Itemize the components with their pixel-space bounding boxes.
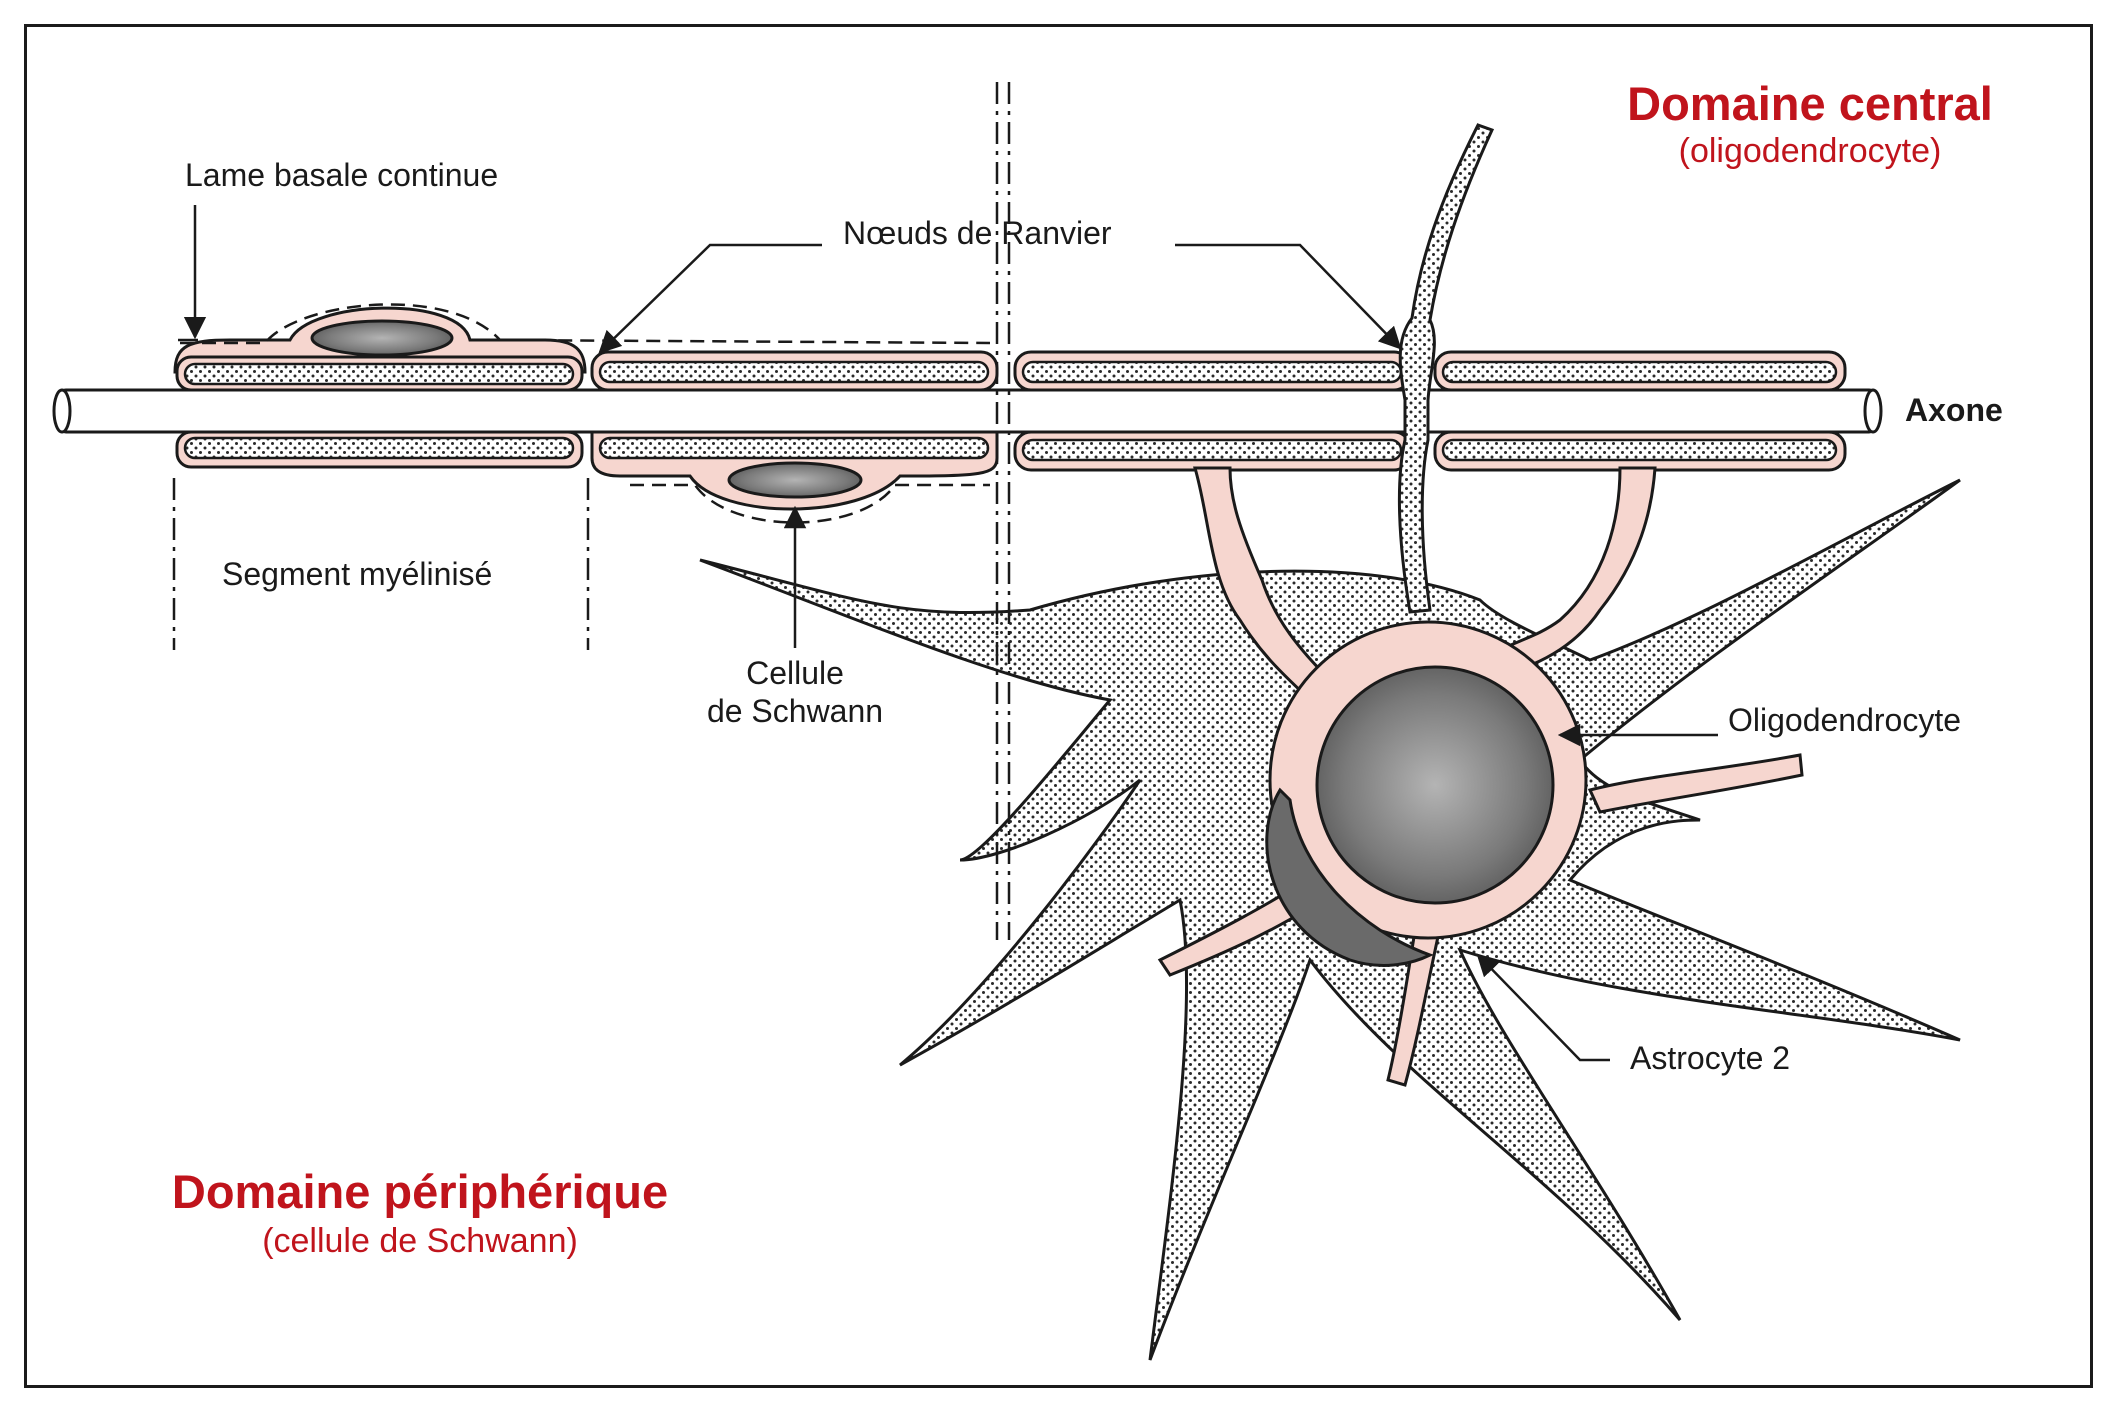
segment-bracket — [172, 478, 590, 650]
basal-lamina — [180, 303, 991, 524]
central-domain-title: Domaine central — [1627, 77, 1993, 130]
figure-frame — [24, 24, 2093, 1388]
axon — [52, 388, 1883, 434]
astrocyte-process — [1397, 123, 1495, 614]
peripheral-domain-title: Domaine périphérique — [171, 1165, 669, 1218]
label-noeuds-ranvier: Nœuds de Ranvier — [843, 215, 1112, 251]
label-oligodendrocyte: Oligodendrocyte — [1728, 702, 1962, 738]
myelin-sheaths — [173, 306, 1847, 511]
central-domain-subtitle: (oligodendrocyte) — [1678, 132, 1942, 170]
leader-lines — [178, 205, 1718, 1062]
peripheral-domain-subtitle: (cellule de Schwann) — [262, 1222, 578, 1260]
label-axone: Axone — [1905, 392, 2003, 428]
label-cellule-line1: Cellule — [746, 655, 844, 691]
label-lame-basale: Lame basale continue — [185, 157, 499, 193]
label-cellule-line2: de Schwann — [706, 693, 884, 729]
oligodendrocyte — [1157, 466, 1804, 1087]
label-astrocyte-2: Astrocyte 2 — [1630, 1040, 1791, 1076]
label-segment-myelinise: Segment myélinisé — [222, 556, 493, 592]
domain-separator — [995, 82, 1011, 940]
